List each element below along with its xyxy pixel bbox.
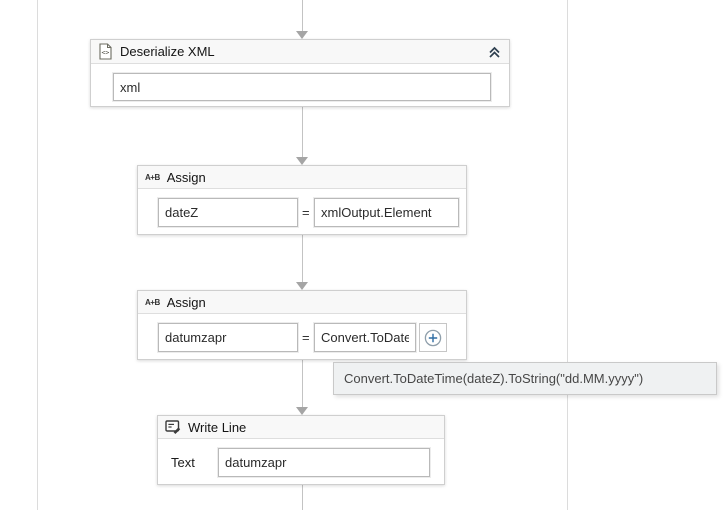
sequence-edge-right xyxy=(567,0,568,510)
expression-tooltip: Convert.ToDateTime(dateZ).ToString("dd.M… xyxy=(333,362,717,395)
activity-title: Assign xyxy=(166,294,206,310)
text-field-label: Text xyxy=(171,455,195,470)
activity-header[interactable]: A+B Assign xyxy=(138,166,466,189)
assign-to-input[interactable] xyxy=(158,198,298,227)
activity-card-assign-datumzapr[interactable]: A+B Assign = xyxy=(137,290,467,360)
assign-value-input[interactable] xyxy=(314,198,459,227)
write-line-text-input[interactable] xyxy=(218,448,430,477)
sequence-edge-left xyxy=(37,0,38,510)
activity-title: Assign xyxy=(166,169,206,185)
activity-card-write-line[interactable]: Write Line Text xyxy=(157,415,445,485)
write-line-icon xyxy=(165,419,181,435)
connector-line xyxy=(302,107,303,158)
assign-icon: A+B xyxy=(145,297,160,307)
equals-sign: = xyxy=(302,205,310,220)
connector-arrowhead xyxy=(296,157,308,165)
activity-title: Write Line xyxy=(188,419,247,435)
connector-arrowhead xyxy=(296,282,308,290)
circle-plus-icon xyxy=(423,328,443,348)
activity-header[interactable]: Write Line xyxy=(158,416,444,439)
assign-to-input[interactable] xyxy=(158,323,298,352)
activity-header[interactable]: A+B Assign xyxy=(138,291,466,314)
connector-arrowhead xyxy=(296,31,308,39)
expand-expression-button[interactable] xyxy=(419,323,447,352)
xml-file-icon: <> xyxy=(98,43,113,60)
activity-title: Deserialize XML xyxy=(120,44,215,59)
activity-card-deserialize-xml[interactable]: <> Deserialize XML xyxy=(90,39,510,107)
xml-string-input[interactable] xyxy=(113,73,491,101)
connector-line xyxy=(302,485,303,510)
activity-card-assign-datez[interactable]: A+B Assign = xyxy=(137,165,467,235)
connector-line xyxy=(302,360,303,408)
assign-icon: A+B xyxy=(145,172,160,182)
equals-sign: = xyxy=(302,330,310,345)
assign-value-input[interactable] xyxy=(314,323,416,352)
collapse-chevron-icon[interactable] xyxy=(487,45,502,59)
activity-header[interactable]: <> Deserialize XML xyxy=(91,40,509,64)
connector-arrowhead xyxy=(296,407,308,415)
connector-line xyxy=(302,235,303,283)
connector-line xyxy=(302,0,303,32)
svg-text:<>: <> xyxy=(101,49,109,57)
